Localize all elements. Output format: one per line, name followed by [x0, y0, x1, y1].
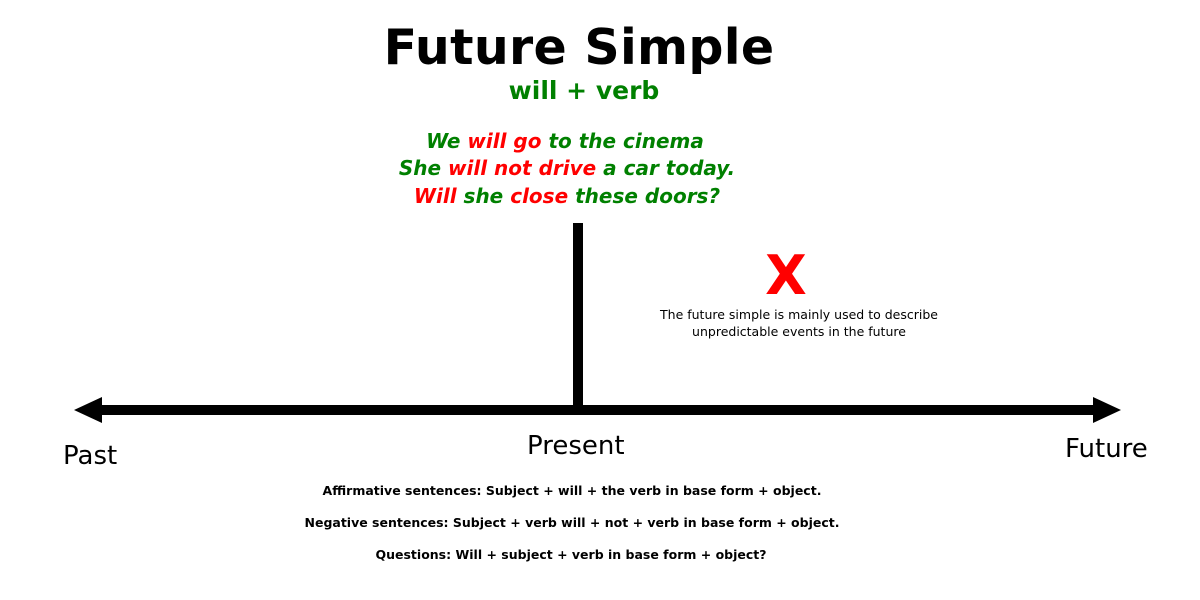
rule-affirmative: Affirmative sentences: Subject + will + …	[322, 483, 822, 498]
example-sentence-negative: She will not drive a car today.	[399, 155, 735, 182]
rule-question: Questions: Will + subject + verb in base…	[375, 547, 767, 562]
example-word: to the cinema	[541, 129, 704, 153]
example-auxiliary: Will	[413, 184, 457, 208]
example-verb: close	[510, 184, 569, 208]
example-verb-phrase: will go	[467, 129, 542, 153]
page-title: Future Simple	[383, 19, 775, 76]
rule-negative: Negative sentences: Subject + verb will …	[304, 515, 840, 530]
usage-note-line: The future simple is mainly used to desc…	[660, 307, 938, 322]
usage-note-line: unpredictable events in the future	[692, 324, 906, 339]
example-word: We	[426, 129, 468, 153]
arrow-right-icon	[1093, 397, 1121, 423]
usage-note: The future simple is mainly used to desc…	[660, 306, 938, 340]
example-word: she	[456, 184, 511, 208]
example-sentence-question: Will she close these doors?	[414, 183, 720, 210]
arrow-left-icon	[74, 397, 102, 423]
timeline-line	[100, 405, 1096, 415]
label-present: Present	[527, 431, 625, 461]
label-future: Future	[1065, 434, 1148, 464]
timeline-axis	[74, 397, 1121, 423]
example-word: these doors?	[568, 184, 721, 208]
example-word: a car today.	[596, 156, 736, 180]
present-marker-line	[573, 223, 583, 411]
example-word: She	[398, 156, 449, 180]
example-sentence-affirmative: We will go to the cinema	[426, 128, 704, 155]
formula-subtitle: will + verb	[508, 76, 660, 105]
label-past: Past	[63, 441, 118, 471]
x-mark-icon: X	[765, 244, 807, 307]
example-verb-phrase: will not drive	[448, 156, 597, 180]
